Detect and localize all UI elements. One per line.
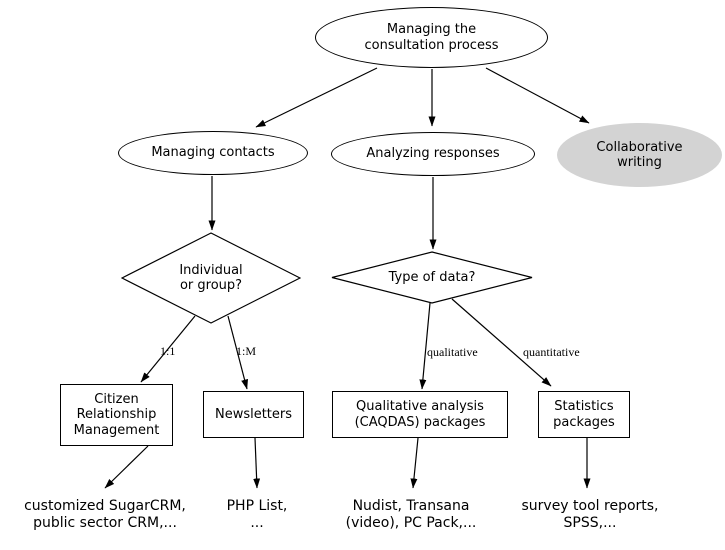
node-collaborative-writing: Collaborative writing bbox=[557, 123, 722, 187]
edge-individual-or-group-to-crm bbox=[140, 315, 196, 383]
diamond-shape bbox=[331, 251, 533, 304]
node-citizen-relationship-management: Citizen Relationship Management bbox=[60, 384, 173, 446]
edge-type-of-data-to-statistics bbox=[451, 298, 552, 387]
edge-caqdas-to-examples bbox=[410, 437, 419, 489]
edge-crm-to-examples bbox=[104, 445, 149, 489]
node-analyzing-responses: Analyzing responses bbox=[331, 132, 535, 176]
edge-label-qualitative: qualitative bbox=[427, 345, 478, 359]
diamond-label: Individual or group? bbox=[179, 262, 243, 293]
edge-root-to-managing-contacts bbox=[255, 67, 378, 128]
node-statistics-packages: Statistics packages bbox=[538, 391, 630, 438]
leaf-caqdas-examples: Nudist, Transana (video), PC Pack,... bbox=[345, 498, 477, 532]
edge-type-of-data-to-caqdas bbox=[419, 302, 431, 390]
edge-label-quantitative: quantitative bbox=[523, 345, 580, 359]
node-managing-contacts: Managing contacts bbox=[118, 131, 308, 175]
edge-label-1-1: 1:1 bbox=[160, 344, 176, 358]
node-individual-or-group: Individual or group? bbox=[121, 232, 301, 324]
leaf-newsletter-examples: PHP List, ... bbox=[226, 498, 288, 532]
edge-newsletters-to-examples bbox=[253, 437, 261, 489]
diamond-shape bbox=[121, 232, 301, 324]
diamond-label: Type of data? bbox=[388, 269, 476, 285]
node-type-of-data: Type of data? bbox=[331, 251, 533, 304]
node-managing-consultation-process: Managing the consultation process bbox=[315, 7, 548, 68]
node-qualitative-analysis-packages: Qualitative analysis (CAQDAS) packages bbox=[332, 391, 508, 438]
edge-label-1-m: 1:M bbox=[236, 344, 257, 358]
edge-individual-or-group-to-newsletters bbox=[227, 315, 248, 390]
leaf-crm-examples: customized SugarCRM, public sector CRM,.… bbox=[24, 498, 186, 532]
node-newsletters: Newsletters bbox=[203, 391, 304, 438]
leaf-statistics-examples: survey tool reports, SPSS,... bbox=[521, 498, 659, 532]
edge-root-to-collaborative-writing bbox=[485, 67, 590, 124]
